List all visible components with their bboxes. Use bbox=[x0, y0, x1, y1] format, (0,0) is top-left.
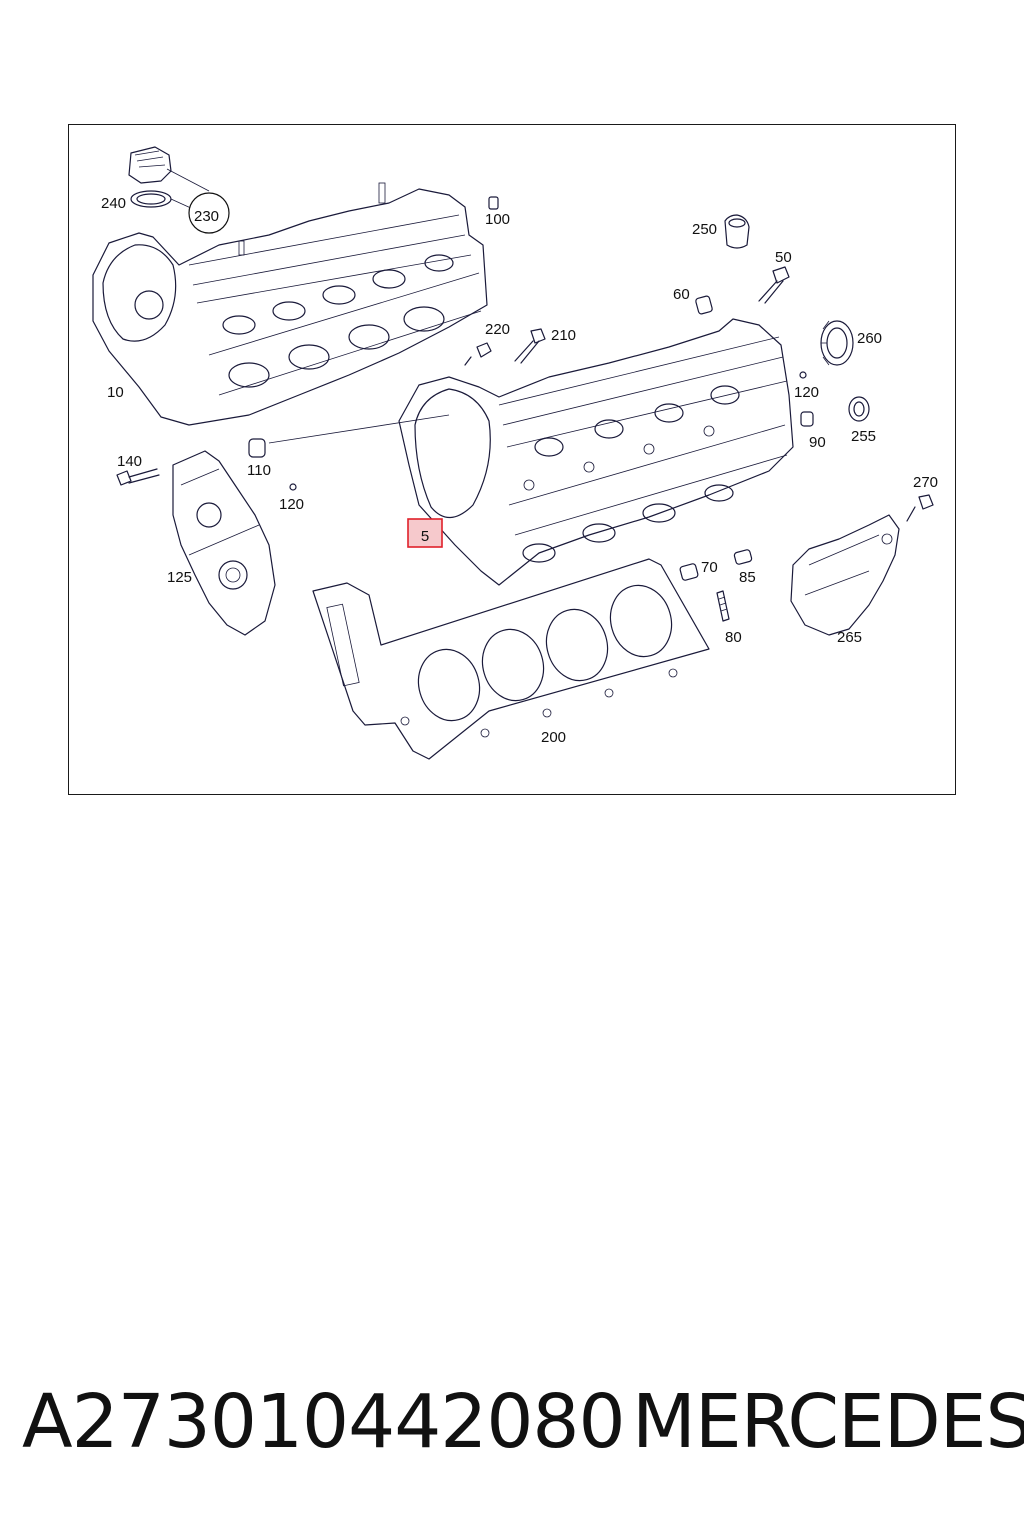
label-60: 60 bbox=[673, 286, 690, 303]
label-230: 230 bbox=[194, 208, 219, 225]
part-90-plug bbox=[800, 411, 814, 427]
part-200-head-gasket bbox=[312, 558, 710, 760]
label-80: 80 bbox=[725, 629, 742, 646]
part-100-pin bbox=[488, 196, 499, 210]
part-255-seal bbox=[848, 396, 870, 422]
label-85: 85 bbox=[739, 569, 756, 586]
part-110-sleeve bbox=[248, 414, 450, 458]
part-270-bolt bbox=[906, 494, 934, 522]
part-120-ball-lower bbox=[289, 483, 297, 491]
label-265: 265 bbox=[837, 629, 862, 646]
part-265-mount bbox=[790, 514, 900, 636]
part-210-bolt bbox=[514, 328, 546, 364]
label-270: 270 bbox=[913, 474, 938, 491]
part-220-bolt bbox=[464, 342, 492, 366]
label-220: 220 bbox=[485, 321, 510, 338]
part-60-sleeve bbox=[695, 295, 713, 315]
part-5-highlight-box[interactable] bbox=[407, 518, 443, 548]
label-200: 200 bbox=[541, 729, 566, 746]
part-number: A273010442080 bbox=[22, 1379, 626, 1465]
label-210: 210 bbox=[551, 327, 576, 344]
label-120-upper: 120 bbox=[794, 384, 819, 401]
label-250: 250 bbox=[692, 221, 717, 238]
part-125-cover bbox=[172, 450, 276, 636]
right-cylinder-head bbox=[398, 318, 794, 586]
label-240: 240 bbox=[101, 195, 126, 212]
part-120-ball-upper bbox=[799, 371, 807, 379]
part-140-bolt bbox=[116, 468, 160, 486]
label-125: 125 bbox=[167, 569, 192, 586]
label-120-lower: 120 bbox=[279, 496, 304, 513]
label-70: 70 bbox=[701, 559, 718, 576]
part-80-stud bbox=[716, 590, 730, 622]
label-260: 260 bbox=[857, 330, 882, 347]
label-50: 50 bbox=[775, 249, 792, 266]
label-255: 255 bbox=[851, 428, 876, 445]
label-10: 10 bbox=[107, 384, 124, 401]
part-70-sleeve bbox=[679, 563, 699, 581]
label-140: 140 bbox=[117, 453, 142, 470]
parts-diagram-frame: 240 230 100 250 50 60 260 220 210 10 120… bbox=[68, 124, 956, 795]
label-5[interactable]: 5 bbox=[421, 528, 429, 545]
label-110: 110 bbox=[247, 462, 271, 479]
brand-name: MERCEDES bbox=[632, 1379, 1024, 1465]
part-50-bolt bbox=[758, 266, 790, 304]
part-250-cap bbox=[724, 214, 750, 249]
part-85-sleeve bbox=[733, 549, 753, 565]
label-90: 90 bbox=[809, 434, 826, 451]
left-cylinder-head bbox=[92, 182, 488, 426]
engine-cylinder-head-exploded-diagram: 240 230 100 250 50 60 260 220 210 10 120… bbox=[92, 146, 938, 760]
part-260-seal bbox=[820, 320, 854, 366]
label-100: 100 bbox=[485, 211, 510, 228]
callout-230-circle bbox=[188, 192, 230, 234]
footer: A273010442080 MERCEDES bbox=[0, 1372, 1024, 1472]
